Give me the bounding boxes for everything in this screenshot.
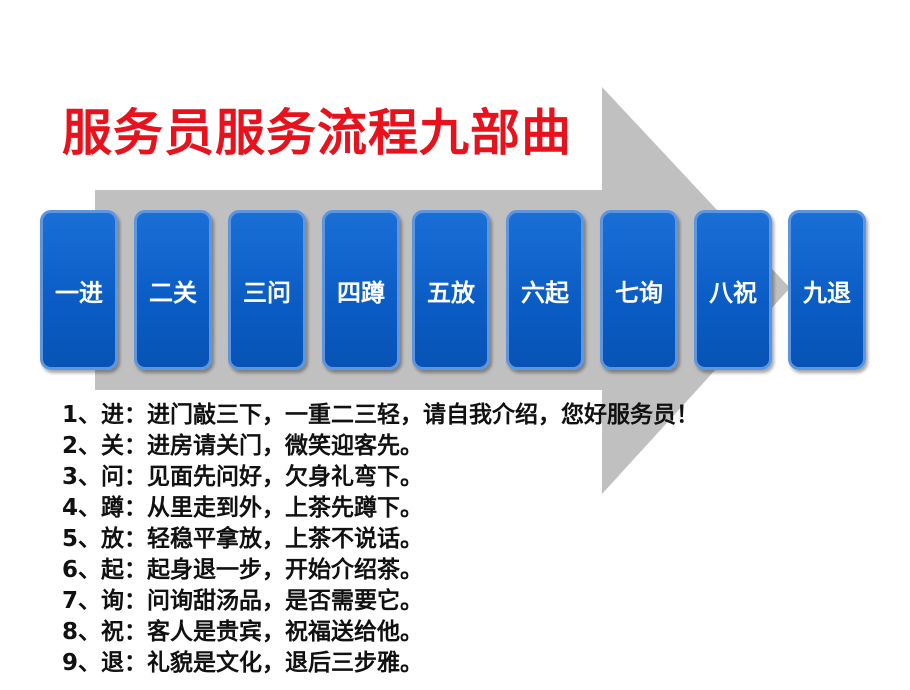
step-label: 三问 [243, 278, 291, 307]
rule-item: 4、蹲：从里走到外，上茶先蹲下。 [62, 495, 424, 521]
rule-item: 2、关：进房请关门，微笑迎客先。 [62, 433, 424, 459]
step-label: 八祝 [709, 278, 757, 307]
step-box-3: 三问 [228, 210, 306, 370]
rule-item: 9、退：礼貌是文化，退后三步雅。 [62, 650, 424, 676]
rule-item: 1、进：进门敲三下，一重二三轻，请自我介绍，您好服务员！ [62, 402, 700, 428]
rule-item: 3、问：见面先问好，欠身礼弯下。 [62, 464, 424, 490]
step-label: 九退 [803, 278, 851, 307]
step-box-1: 一进 [40, 210, 118, 370]
step-label: 二关 [149, 278, 197, 307]
step-box-7: 七询 [600, 210, 678, 370]
rule-item: 8、祝：客人是贵宾，祝福送给他。 [62, 619, 424, 645]
step-box-8: 八祝 [694, 210, 772, 370]
step-label: 一进 [55, 278, 103, 307]
rule-item: 5、放：轻稳平拿放，上茶不说话。 [62, 526, 424, 552]
rule-list: 1、进：进门敲三下，一重二三轻，请自我介绍，您好服务员！ 2、关：进房请关门，微… [62, 400, 699, 679]
step-box-2: 二关 [134, 210, 212, 370]
page-title: 服务员服务流程九部曲 [62, 104, 572, 162]
rule-item: 6、起：起身退一步，开始介绍茶。 [62, 557, 424, 583]
rule-item: 7、询：问询甜汤品，是否需要它。 [62, 588, 424, 614]
step-box-4: 四蹲 [322, 210, 400, 370]
step-label: 六起 [521, 278, 569, 307]
step-label: 七询 [615, 278, 663, 307]
step-box-6: 六起 [506, 210, 584, 370]
step-label: 四蹲 [337, 278, 385, 307]
step-box-5: 五放 [412, 210, 490, 370]
step-label: 五放 [427, 278, 475, 307]
step-box-9: 九退 [788, 210, 866, 370]
